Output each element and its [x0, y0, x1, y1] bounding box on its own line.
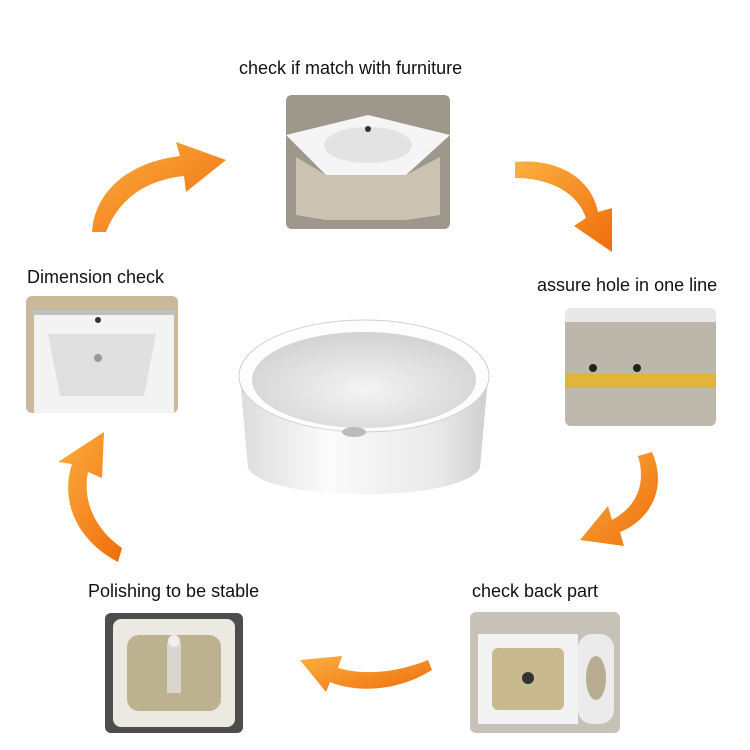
arrow-icon	[92, 142, 226, 232]
dimension-check-photo	[26, 296, 178, 413]
arrow-icon	[580, 452, 658, 546]
arrow-icon	[58, 432, 122, 562]
step-label: assure hole in one line	[537, 275, 718, 295]
corner-vanity-photo	[286, 95, 450, 229]
hole-alignment-photo	[565, 308, 716, 426]
arrow-icon	[515, 161, 612, 252]
polishing-photo	[105, 613, 243, 733]
step-label: check back part	[472, 581, 599, 601]
step-label: check if match with furniture	[239, 58, 463, 78]
step-label: Dimension check	[27, 267, 165, 287]
arrow-icon	[300, 656, 432, 692]
round-basin-image	[238, 319, 490, 495]
step-label: Polishing to be stable	[88, 581, 260, 601]
back-part-photo	[470, 612, 620, 733]
